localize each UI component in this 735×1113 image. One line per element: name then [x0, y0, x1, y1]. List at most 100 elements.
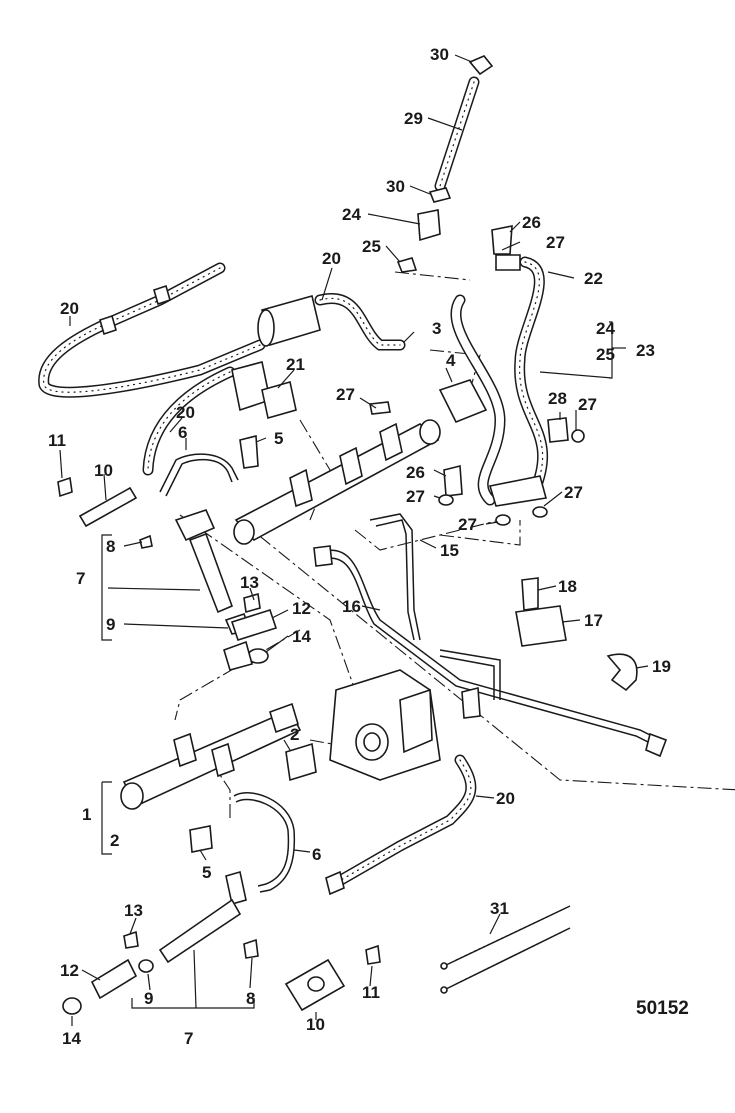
high-pressure-lines	[313, 513, 668, 758]
clamp-25	[396, 257, 418, 273]
vent-hose-assembly	[396, 55, 494, 273]
callout-9-upper: 9	[106, 615, 115, 634]
clip-19	[606, 653, 638, 692]
callout-27-lower: 27	[458, 515, 477, 534]
callout-3: 3	[432, 319, 441, 338]
leader-lines	[59, 54, 649, 1026]
bracket-10-upper	[57, 476, 138, 528]
callout-18: 18	[558, 577, 577, 596]
callout-20-top: 20	[322, 249, 341, 268]
fuel-hose-20-left	[38, 262, 406, 476]
bolt-5-lower	[189, 825, 213, 853]
callout-21: 21	[286, 355, 305, 374]
bolt-18	[521, 577, 539, 611]
callout-4: 4	[446, 351, 456, 370]
callout-20-lower: 20	[496, 789, 515, 808]
washer-8-upper	[139, 534, 153, 549]
callout-12-upper: 12	[292, 599, 311, 618]
callout-15: 15	[440, 541, 459, 560]
callout-2-upper: 2	[290, 725, 299, 744]
callout-14-upper: 14	[292, 627, 311, 646]
injector-7-upper	[139, 509, 278, 671]
nut-13-lower	[123, 930, 139, 949]
callout-9-lower: 9	[144, 989, 153, 1008]
callout-12-lower: 12	[60, 961, 79, 980]
callout-11-lower: 11	[362, 983, 380, 1002]
callout-26-top: 26	[522, 213, 541, 232]
bolt-5-upper	[239, 434, 259, 469]
injector-line-6-lower	[233, 792, 296, 893]
pressure-sensor-4	[438, 379, 488, 424]
callout-13-lower: 13	[124, 901, 143, 920]
seal-14-lower	[62, 997, 82, 1015]
washer-27-a	[438, 494, 454, 506]
high-pressure-pump	[329, 669, 481, 781]
callout-6-upper: 6	[178, 423, 187, 442]
callout-25-top: 25	[362, 237, 381, 256]
injector-7-lower	[62, 870, 259, 1015]
fuel-hose-20-lower	[325, 754, 477, 896]
washer-27-b	[495, 514, 511, 526]
banjo-bolt-26-mid	[443, 464, 463, 497]
callout-10-upper: 10	[94, 461, 113, 480]
figure-number: 50152	[636, 998, 689, 1019]
callout-labels: 30 29 30 24 25 26 27 22 20 20 3 4 21 27 …	[48, 45, 689, 1048]
callout-25-group: 25	[596, 345, 615, 364]
rail-3-upper	[234, 423, 440, 542]
bracket-10-lower	[284, 944, 381, 1012]
callout-22: 22	[584, 269, 603, 288]
bolt-28	[547, 417, 569, 443]
callout-5-lower: 5	[202, 863, 211, 882]
banjo-bolt-26-top	[495, 254, 521, 271]
washer-8-lower	[243, 938, 259, 959]
bolt-26-head	[491, 225, 513, 255]
hose-clamp-30-lower	[428, 187, 452, 203]
callout-20-left: 20	[60, 299, 79, 318]
callout-11-upper: 11	[48, 431, 66, 450]
callout-7-lower: 7	[184, 1029, 193, 1048]
callout-13-upper: 13	[240, 573, 259, 592]
callout-23: 23	[636, 341, 655, 360]
callout-29: 29	[404, 109, 423, 128]
callout-17: 17	[584, 611, 603, 630]
callout-27-far-right: 27	[564, 483, 583, 502]
callout-26-mid: 26	[406, 463, 425, 482]
washer-27-top	[369, 401, 391, 415]
callout-28: 28	[548, 389, 567, 408]
callout-14-lower: 14	[62, 1029, 81, 1048]
callout-27-mid: 27	[406, 487, 425, 506]
bolt-11-upper	[57, 476, 73, 498]
pressure-sensor-2	[285, 742, 317, 782]
fuel-filter	[231, 295, 321, 420]
callout-10-lower: 10	[306, 1015, 325, 1034]
clamp-12-lower	[90, 958, 138, 1000]
callout-1: 1	[82, 805, 91, 824]
callout-19: 19	[652, 657, 671, 676]
callout-30-lower: 30	[386, 177, 405, 196]
nut-13-upper	[243, 592, 261, 614]
callout-24-top: 24	[342, 205, 361, 224]
callout-27-upper: 27	[336, 385, 355, 404]
callout-20-mid: 20	[176, 403, 195, 422]
upper-fuel-rail	[233, 379, 488, 545]
callout-30-top: 30	[430, 45, 449, 64]
fitting-24	[417, 209, 441, 242]
lower-fuel-rail	[120, 702, 317, 853]
callout-8-upper: 8	[106, 537, 115, 556]
callout-5-upper: 5	[274, 429, 283, 448]
injector-line-6-upper	[159, 453, 239, 493]
harness-31	[440, 905, 571, 994]
clamp-12-upper	[230, 609, 278, 641]
callout-27-right: 27	[578, 395, 597, 414]
seal-9-lower	[138, 959, 154, 973]
bracket-17	[515, 605, 567, 647]
washer-27-c	[532, 506, 548, 518]
bolt-11-lower	[365, 944, 381, 965]
callout-6-lower: 6	[312, 845, 321, 864]
callout-31: 31	[490, 899, 509, 918]
callout-2-lower: 2	[110, 831, 119, 850]
callout-24-group: 24	[596, 319, 615, 338]
callout-8-lower: 8	[246, 989, 255, 1008]
